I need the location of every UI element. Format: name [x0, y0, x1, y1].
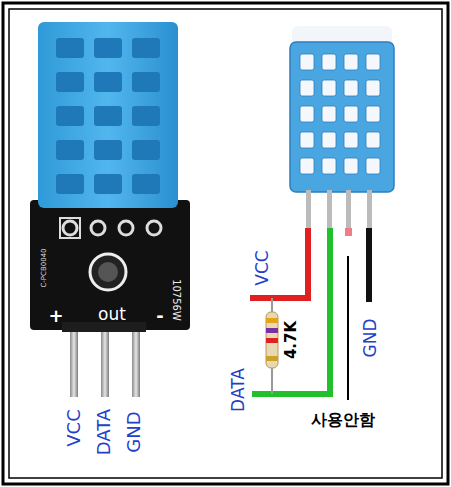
- pin-mark: +: [48, 307, 63, 325]
- pin-name: VCC: [254, 250, 271, 285]
- pin-header: [62, 322, 146, 332]
- gnd-wire: [366, 228, 372, 302]
- sensor-grid: [56, 38, 160, 194]
- solder-pads: [63, 221, 161, 235]
- pin-mark: out: [98, 306, 126, 323]
- pin-name: GND: [362, 319, 379, 358]
- square-pad: [60, 218, 80, 238]
- inner-frame: [9, 9, 442, 478]
- sensor-pins: [306, 190, 372, 230]
- sensor-grid: [300, 54, 380, 174]
- board-code: C-PCB0040: [41, 248, 48, 287]
- unused-pin-stub: [345, 228, 352, 236]
- module-pins: [70, 325, 140, 397]
- pin-name: DATA: [95, 409, 113, 455]
- outer-frame: [3, 3, 448, 484]
- part-number: 10756W: [171, 279, 181, 321]
- mount-hole-inner: [98, 262, 118, 282]
- data-wire: [252, 228, 330, 394]
- resistor-symbol: [266, 298, 278, 394]
- pin-name: GND: [125, 411, 143, 452]
- vcc-wire: [250, 228, 308, 298]
- note: 사용안함: [309, 411, 377, 429]
- sensor-housing: [38, 22, 178, 208]
- unused-leader: [347, 256, 349, 400]
- pcb-board: [30, 200, 190, 330]
- pin-mark: -: [156, 307, 163, 325]
- sensor-housing: [290, 42, 394, 192]
- pin-name: VCC: [65, 409, 83, 446]
- resistor-value: 4.7K: [284, 321, 299, 359]
- pin-name: DATA: [229, 366, 248, 414]
- mount-hole: [90, 254, 126, 290]
